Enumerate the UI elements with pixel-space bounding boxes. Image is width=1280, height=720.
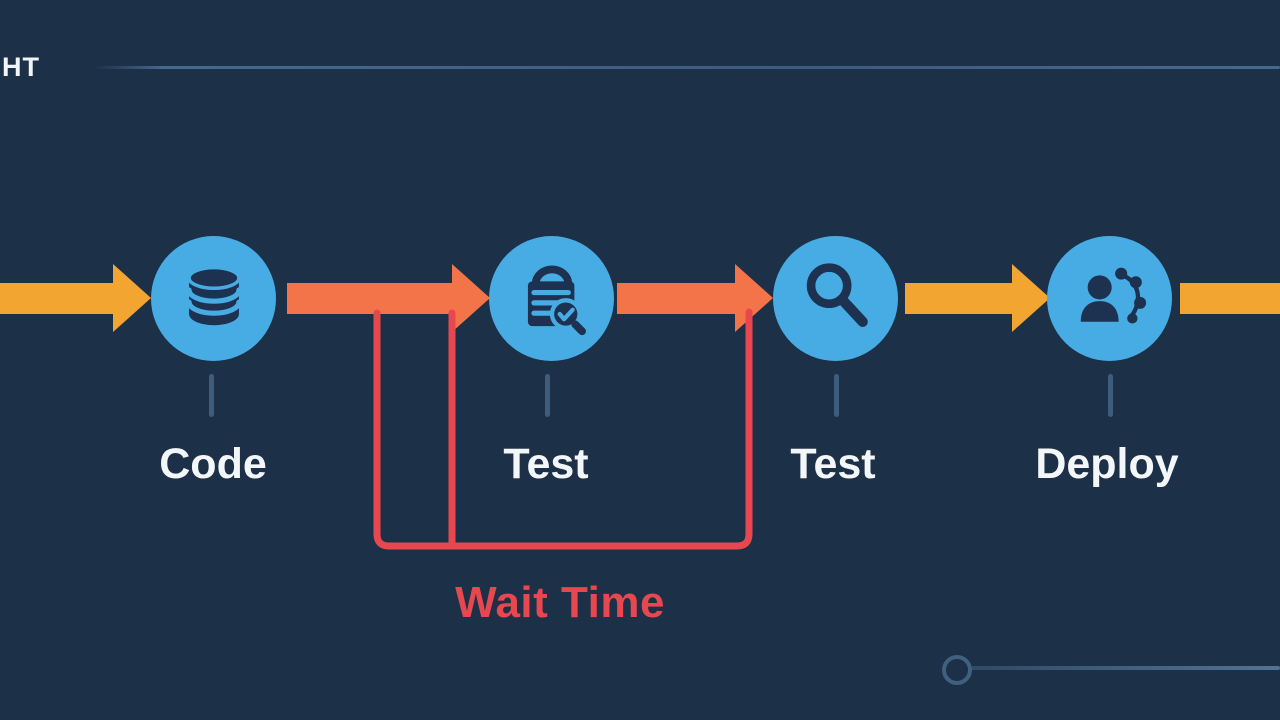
database-icon — [171, 253, 257, 344]
node-label-deploy: Deploy — [1035, 440, 1179, 488]
scrubber-track[interactable] — [971, 666, 1280, 670]
node-label-test-2: Test — [790, 440, 876, 488]
node-label-test-1: Test — [503, 440, 589, 488]
scrubber-handle[interactable] — [942, 655, 972, 685]
node-label-code: Code — [159, 440, 267, 488]
checklist-search-icon — [509, 253, 595, 344]
person-network-icon — [1067, 253, 1153, 344]
cropped-watermark-text: HT — [2, 52, 40, 82]
top-divider-line — [93, 66, 1280, 69]
magnifier-icon — [793, 253, 879, 344]
wait-time-label: Wait Time — [455, 578, 665, 627]
